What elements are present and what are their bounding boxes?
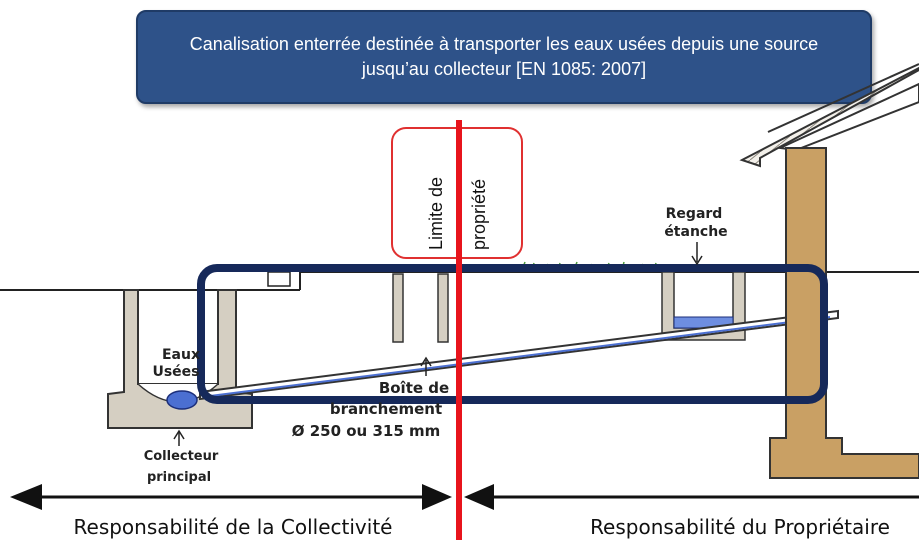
- definition-banner: Canalisation enterrée destinée à transpo…: [136, 10, 872, 104]
- chamber-label-3: Ø 250 ou 315 mm: [292, 422, 441, 440]
- wastewater-label-2: Usées: [152, 364, 199, 380]
- highlight-frame: [197, 264, 828, 404]
- collector-label-1: Collecteur: [144, 449, 219, 464]
- chamber-label-2: branchement: [330, 400, 442, 418]
- collector-label-2: principal: [147, 470, 211, 485]
- wastewater-label-1: Eaux: [162, 347, 200, 363]
- arrow-collectivite: [10, 484, 452, 510]
- responsibility-proprietaire: Responsabilité du Propriétaire: [590, 515, 890, 539]
- sewage-water: [166, 390, 198, 410]
- property-limit-label-1: Limite de: [426, 177, 446, 250]
- sealed-manhole-label-1: Regard: [666, 206, 723, 222]
- sealed-manhole-label-2: étanche: [664, 224, 727, 240]
- banner-line-2: jusqu’au collecteur [EN 1085: 2007]: [361, 59, 647, 79]
- road-curb: [267, 271, 291, 287]
- banner-line-1: Canalisation enterrée destinée à transpo…: [189, 34, 819, 54]
- responsibility-collectivite: Responsabilité de la Collectivité: [74, 515, 393, 539]
- house: [739, 63, 919, 479]
- inspection-chamber: [392, 273, 449, 343]
- arrow-proprietaire: [464, 484, 919, 510]
- chamber-label-1: Boîte de: [379, 379, 449, 397]
- property-limit-label-2: propriété: [469, 179, 489, 250]
